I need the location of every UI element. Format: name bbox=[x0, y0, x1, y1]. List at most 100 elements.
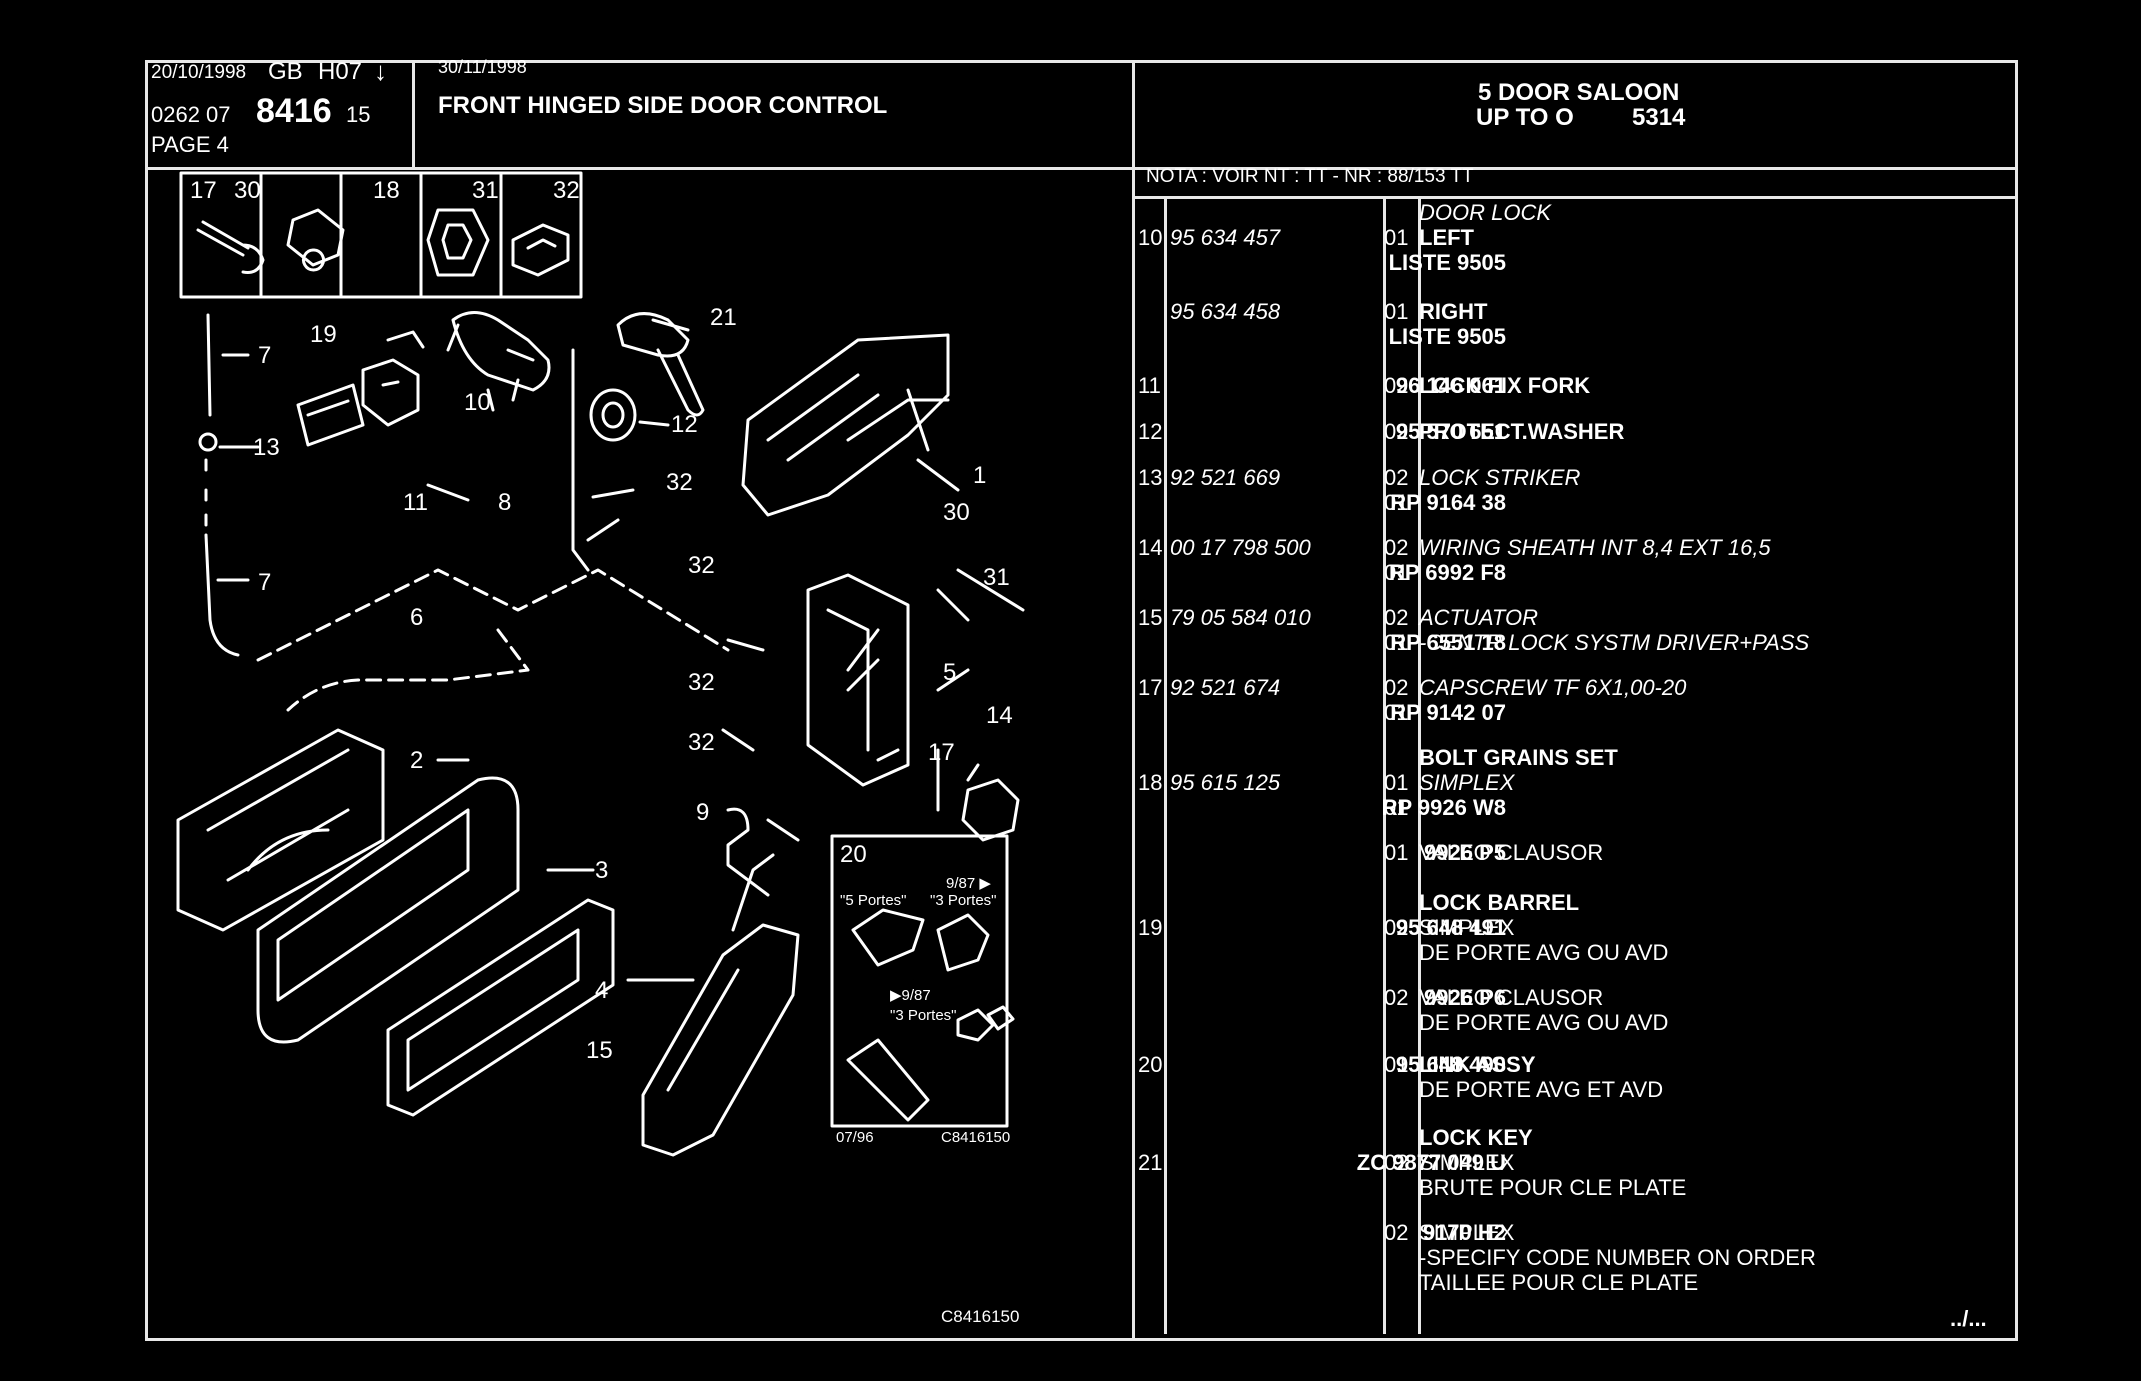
part-subref: RP 9926 W8 bbox=[1381, 795, 1506, 820]
header-code-prefix: 0262 07 bbox=[151, 102, 231, 127]
quantity: 02 bbox=[1384, 985, 1409, 1010]
description-line: LINK ASSY bbox=[1419, 1052, 1536, 1077]
model-line2: UP TO O bbox=[1476, 104, 1574, 131]
part-number-cell: 95 570 651 bbox=[1170, 419, 1506, 444]
inset20-ref: C8416150 bbox=[941, 1129, 1010, 1146]
quantity-cell: 02 bbox=[1384, 985, 1424, 1010]
part-subref: RP 6551 18 bbox=[1390, 630, 1506, 655]
item-number: 21 bbox=[1138, 1150, 1163, 1175]
part-subref: 9926 P5 bbox=[1424, 840, 1506, 865]
callout-31: 31 bbox=[472, 177, 499, 204]
part-number: 92 521 669 bbox=[1170, 465, 1281, 490]
description-line: ACTUATOR bbox=[1419, 605, 1538, 630]
description-line: DE PORTE AVG OU AVD bbox=[1419, 940, 1669, 965]
inset20-date: 07/96 bbox=[836, 1129, 874, 1146]
callout-32c: 32 bbox=[688, 669, 715, 696]
callout-31b: 30 bbox=[943, 499, 970, 526]
description-line: BOLT GRAINS SET bbox=[1419, 745, 1618, 770]
header-version: H07 bbox=[318, 58, 363, 85]
description-line: TAILLEE POUR CLE PLATE bbox=[1419, 1270, 1699, 1295]
trim-4 bbox=[386, 898, 615, 1117]
item-number: 14 bbox=[1138, 535, 1163, 560]
door-lock-1 bbox=[741, 333, 950, 517]
inset20-label-5: "3 Portes" bbox=[890, 1007, 957, 1024]
description-cell: PROTECT.WASHER bbox=[1419, 419, 2009, 444]
quantity: 01 bbox=[1384, 490, 1409, 515]
callout-32b: 32 bbox=[688, 552, 715, 579]
quantity-cell: 02 bbox=[1384, 373, 1424, 398]
item-number: 11 bbox=[1138, 373, 1161, 398]
diagram-ref: C8416150 bbox=[941, 1307, 1019, 1326]
description-cell: LOCK STRIKER bbox=[1419, 465, 2009, 490]
callout-9: 9 bbox=[696, 799, 709, 826]
inset20-label-4: ▶9/87 bbox=[890, 987, 931, 1004]
quantity-cell: 02 bbox=[1384, 419, 1424, 444]
divider-header bbox=[145, 167, 2018, 170]
item-number: 13 bbox=[1138, 465, 1163, 490]
item-number: 15 bbox=[1138, 605, 1163, 630]
part-number-cell: ZC 9877 049 U bbox=[1170, 1150, 1506, 1175]
lock-fork-5 bbox=[806, 573, 910, 787]
callout-1: 1 bbox=[973, 462, 986, 489]
callout-17b: 17 bbox=[928, 739, 955, 766]
actuator-15 bbox=[641, 853, 800, 1157]
callout-30b: 31 bbox=[983, 564, 1010, 591]
part-number: 92 521 674 bbox=[1170, 675, 1281, 700]
part-number-cell: 95 648 490 bbox=[1170, 1052, 1506, 1077]
description-line: SIMPLEX bbox=[1419, 1220, 1515, 1245]
quantity: 01 bbox=[1384, 560, 1409, 585]
col-divider-item bbox=[1164, 196, 1167, 1334]
down-arrow-icon: ↓ bbox=[374, 56, 387, 86]
description-line: WIRING SHEATH INT 8,4 EXT 16,5 bbox=[1419, 535, 1771, 560]
description-line: -SPECIFY CODE NUMBER ON ORDER bbox=[1419, 1245, 1816, 1270]
quantity: 01 bbox=[1384, 299, 1409, 324]
interior-handle-2 bbox=[176, 728, 385, 932]
part-number: 95 648 490 bbox=[1395, 1052, 1506, 1077]
callout-17: 17 bbox=[190, 177, 217, 204]
part-number: 95 634 457 bbox=[1170, 225, 1281, 250]
callout-32a: 32 bbox=[666, 469, 693, 496]
description-line: LOCK STRIKER bbox=[1419, 465, 1581, 490]
sheet-frame bbox=[145, 60, 2018, 1341]
quantity-cell: 01 bbox=[1384, 1052, 1424, 1077]
part-number: ZC 9877 049 U bbox=[1356, 1150, 1506, 1175]
part-number: 96 146 061 bbox=[1395, 373, 1506, 398]
description-line: -CENTR LOCK SYSTM DRIVER+PASS bbox=[1419, 630, 1810, 655]
divider-header-left bbox=[412, 60, 415, 168]
col-divider-desc bbox=[1418, 196, 1421, 1334]
quantity-cell: 02 bbox=[1384, 1150, 1424, 1175]
description-line: BRUTE POUR CLE PLATE bbox=[1419, 1175, 1687, 1200]
header-code-main: 8416 bbox=[256, 92, 332, 130]
header-code-suffix: 15 bbox=[346, 102, 371, 127]
description-cell: CAPSCREW TF 6X1,00-20 bbox=[1419, 675, 2009, 700]
hardware-inset-box bbox=[179, 171, 583, 299]
callout-32: 32 bbox=[553, 177, 580, 204]
quantity: 01 bbox=[1384, 840, 1409, 865]
col-divider-qty bbox=[1383, 196, 1386, 1334]
part-number: 95 634 458 bbox=[1170, 299, 1281, 324]
part-subref: LISTE 9505 bbox=[1388, 324, 1506, 349]
divider-main bbox=[1132, 60, 1135, 1341]
description-line: DE PORTE AVG OU AVD bbox=[1419, 1010, 1669, 1035]
part-subref: 9170 H2 bbox=[1422, 1220, 1506, 1245]
callout-10: 10 bbox=[464, 389, 491, 416]
item-number: 17 bbox=[1138, 675, 1163, 700]
item-number: 20 bbox=[1138, 1052, 1163, 1077]
header-date-left: 20/10/1998 bbox=[151, 62, 247, 83]
callout-2: 2 bbox=[410, 747, 423, 774]
part-subref: LISTE 9505 bbox=[1388, 250, 1506, 275]
description-cell: LOCK FIX FORK bbox=[1419, 373, 2009, 398]
header-date-right: 30/11/1998 bbox=[438, 57, 527, 77]
inset20-label-1: 9/87 ▶ bbox=[946, 875, 991, 892]
callout-13: 14 bbox=[986, 702, 1013, 729]
description-line: SIMPLEX bbox=[1419, 915, 1515, 940]
quantity: 02 bbox=[1384, 1220, 1409, 1245]
